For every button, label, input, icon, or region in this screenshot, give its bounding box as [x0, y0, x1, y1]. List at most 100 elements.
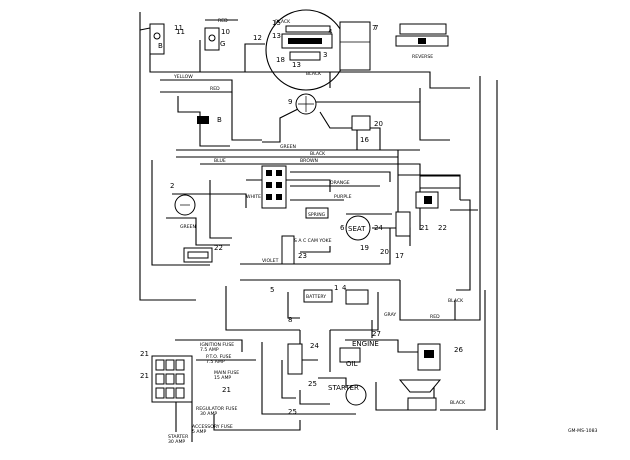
solenoid: 4: [342, 284, 369, 305]
wire-label: ORANGE: [330, 180, 350, 186]
callout-label: 2: [170, 182, 174, 190]
callout-label: 13: [292, 61, 301, 69]
component-label: SEAT: [348, 225, 366, 233]
callout-label: 4: [342, 284, 347, 292]
fuse-labels: IGNITION FUSE 7.5 AMP P.T.O. FUSE 7.5 AM…: [168, 342, 239, 445]
callout-label: 17: [395, 252, 404, 260]
callout-label: 15: [272, 19, 281, 27]
callout-label: 10: [221, 28, 230, 36]
callout-label: 6: [340, 224, 345, 232]
hour-meter: 2: [170, 182, 196, 216]
alternator: [398, 379, 442, 411]
figure-id: GM-MS-1083: [568, 428, 597, 434]
fuse-holder-20: 20: [351, 115, 383, 131]
wire-label: BLACK: [306, 71, 322, 77]
wire-label: GREEN: [180, 224, 196, 230]
callout-label: 7: [374, 24, 378, 32]
callout-label: 21: [140, 350, 149, 358]
accessory-fuse-label: ACCESSORY FUSE: [192, 424, 233, 430]
pin-label: G: [220, 40, 225, 48]
callout-label: 20: [374, 120, 383, 128]
wire-label: VIOLET: [262, 258, 279, 264]
callout-label: 13: [272, 32, 281, 40]
callout-label: 20: [380, 248, 389, 256]
starter-fuse-label: STARTER: [168, 434, 189, 440]
ignition-switch: 11 B: [149, 23, 183, 55]
wire-label: RED: [210, 86, 220, 92]
component-label: SPRING: [308, 212, 326, 218]
wire-label: BLACK: [310, 151, 326, 157]
seat-switch: SEAT 19: [345, 215, 371, 252]
component-label: OIL: [346, 360, 358, 368]
wire-label: BLACK: [448, 298, 464, 304]
callout-label: 23: [298, 252, 307, 260]
wire-label: YELLOW: [173, 74, 193, 80]
callout-label: 19: [360, 244, 369, 252]
brake-switch-20: 20: [380, 211, 411, 256]
wire-label: GREEN: [280, 144, 296, 150]
wire-color-labels: BLACK RED YELLOW RED GREEN BLACK BROWN O…: [173, 18, 466, 406]
callout-label: 27: [372, 330, 381, 338]
wire-label: RED: [430, 314, 440, 320]
callout-label: 25: [288, 408, 297, 416]
reverse-switch: REVERSE: [395, 23, 449, 60]
callout-label: 7: [372, 24, 376, 32]
callout-label: 24: [310, 342, 319, 350]
callout-label: 25: [308, 380, 317, 388]
wire-label: GRAY: [384, 312, 396, 318]
callout-label: 26: [454, 346, 463, 354]
battery: BATTERY: [303, 289, 333, 303]
callout-label: 4: [328, 28, 333, 36]
starter-relay: 24 25: [287, 342, 319, 388]
component-label: BATTERY: [306, 294, 326, 300]
main-fuse-label: MAIN FUSE: [214, 370, 239, 376]
pto-switch: 10 G: [204, 27, 230, 51]
wire-label: BLUE: [214, 158, 226, 164]
wire-label: BROWN: [300, 158, 318, 164]
regulator-fuse-rating: 30 AMP: [200, 411, 217, 417]
callout-label: 3: [323, 51, 327, 59]
callout-label: 24: [374, 224, 383, 232]
callout-label: 12: [253, 34, 262, 42]
callout-label: 1: [334, 284, 338, 292]
pto-fuse-label: P.T.O. FUSE: [206, 354, 232, 360]
fuse-block: 21 21 21: [140, 350, 231, 403]
starter-fuse-rating: 30 AMP: [168, 439, 185, 445]
pin-label: B: [217, 116, 222, 124]
note-label: S A C CAM YOKE: [294, 238, 332, 244]
callout-label: 21: [222, 386, 231, 394]
pto-fuse-rating: 7.5 AMP: [206, 359, 225, 365]
wire-harness: [139, 12, 498, 442]
pin-label: B: [158, 42, 163, 50]
cam-yoke-switch: S A C CAM YOKE 23: [281, 235, 332, 265]
oil-switch: ENGINE OIL 27: [339, 330, 381, 368]
callout-label: 11: [176, 28, 185, 36]
ignition-fuse-rating: 7.5 AMP: [200, 347, 219, 353]
magnified-connector-detail: 15 13 18 13 4 3 BLACK: [265, 9, 347, 91]
engine-regulator: 26: [417, 343, 463, 371]
callout-label: 8: [288, 316, 292, 324]
wire-label: BLACK: [450, 400, 466, 406]
main-harness-connector: WHITE: [246, 165, 287, 209]
wire-label: WHITE: [246, 194, 261, 200]
callout-label: 18: [276, 56, 285, 64]
ignition-fuse-label: IGNITION FUSE: [200, 342, 234, 348]
pto-clutch: 22: [183, 244, 223, 263]
spring-switch: SPRING: [305, 207, 329, 219]
component-label: ENGINE: [352, 340, 379, 348]
main-fuse-rating: 15 AMP: [214, 375, 231, 381]
note-label: REVERSE: [412, 54, 433, 60]
callout-label: 16: [360, 136, 369, 144]
relay-circle: 9: [288, 93, 317, 115]
callout-label: 21: [420, 224, 429, 232]
callout-label: 22: [438, 224, 447, 232]
wire-label: PURPLE: [334, 194, 352, 200]
interlock-switch-21-22: 21 22: [415, 175, 461, 232]
callout-label: 9: [288, 98, 292, 106]
starter: STARTER: [328, 384, 367, 406]
callout-label: 22: [214, 244, 223, 252]
callout-label: 21: [140, 372, 149, 380]
wire-label: RED: [218, 18, 228, 24]
battery-pack-left: B: [197, 116, 222, 124]
